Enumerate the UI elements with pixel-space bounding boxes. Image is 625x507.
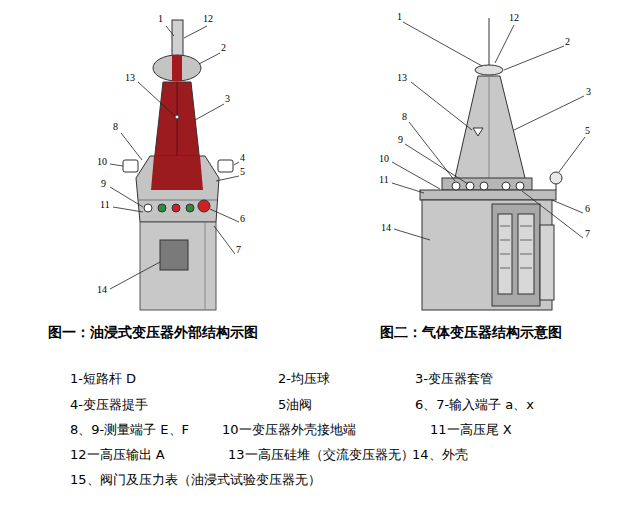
callout-number: 10	[378, 153, 390, 165]
part-description: 13一高压硅堆（交流变压器无）	[228, 448, 414, 463]
callout-number: 3	[224, 93, 231, 105]
callout-number: 7	[235, 244, 242, 256]
callout-number: 2	[564, 36, 571, 48]
callout-number: 10	[96, 156, 108, 168]
figure-caption: 图二：气体变压器结构示意图	[380, 324, 562, 340]
callout-number: 8	[112, 121, 119, 133]
part-description: 6、7-输入端子 a、x	[415, 398, 534, 413]
figure-caption: 图一：油浸式变压器外部结构示图	[48, 324, 258, 340]
part-description: 12一高压输出 A	[70, 448, 165, 463]
part-description: 1-短路杆 D	[70, 372, 136, 387]
callout-number: 13	[396, 72, 408, 84]
callout-number: 6	[239, 213, 246, 225]
callout-number: 2	[220, 42, 227, 54]
callout-number: 11	[378, 174, 390, 186]
part-description: 10一变压器外壳接地端	[222, 423, 356, 438]
callout-number: 9	[397, 134, 404, 146]
callout-number: 5	[584, 125, 591, 137]
part-description: 5油阀	[278, 398, 312, 413]
part-description: 11一高压尾 X	[430, 423, 512, 438]
callout-number: 3	[585, 86, 592, 98]
part-description: 14、外壳	[412, 448, 468, 463]
callout-number: 5	[239, 166, 246, 178]
callout-number: 12	[202, 13, 214, 25]
callout-number: 8	[401, 111, 408, 123]
part-description: 2-均压球	[278, 372, 330, 387]
callout-number: 14	[96, 284, 108, 296]
callout-number: 11	[99, 199, 111, 211]
callout-number: 9	[100, 178, 107, 190]
callout-number: 7	[584, 228, 591, 240]
callout-number: 4	[239, 152, 246, 164]
callout-number: 1	[396, 11, 403, 23]
part-description: 8、9-测量端子 E、F	[70, 423, 189, 438]
callout-number: 13	[124, 72, 136, 84]
part-description: 4-变压器提手	[70, 398, 148, 413]
leader-lines-fig1	[110, 26, 239, 289]
leader-lines-fig2	[392, 22, 585, 240]
callout-number: 6	[584, 203, 591, 215]
callout-number: 14	[380, 222, 392, 234]
callout-number: 12	[508, 12, 520, 24]
oil-transformer	[123, 20, 233, 310]
callout-number: 1	[157, 13, 164, 25]
part-description: 3-变压器套管	[415, 372, 493, 387]
part-description: 15、阀门及压力表（油浸式试验变压器无）	[70, 473, 321, 488]
